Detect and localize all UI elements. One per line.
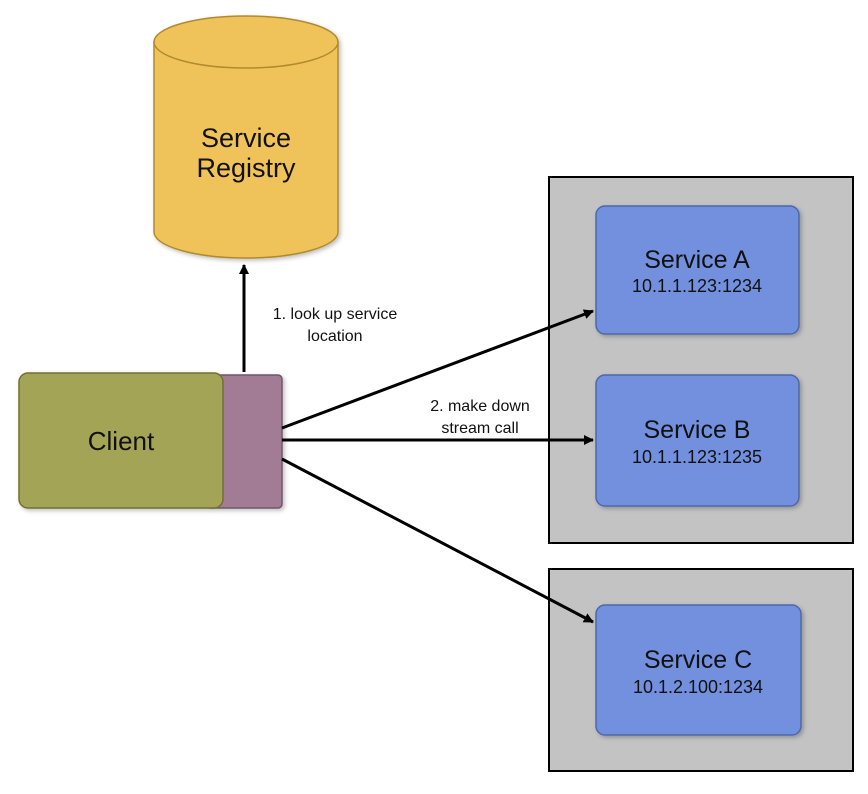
registry-title-line2: Registry bbox=[196, 153, 296, 183]
service-a-address: 10.1.1.123:1234 bbox=[632, 276, 762, 296]
registry-cylinder-top bbox=[153, 15, 339, 69]
service-b-address: 10.1.1.123:1235 bbox=[632, 447, 762, 467]
call-label-line2: stream call bbox=[441, 420, 518, 437]
call-label-line1: 2. make down bbox=[430, 398, 530, 415]
service-b-box bbox=[595, 374, 800, 507]
client-label: Client bbox=[88, 426, 155, 456]
service-a-node bbox=[595, 205, 800, 335]
call-arrow-service-c bbox=[281, 457, 594, 624]
service-c-name: Service C bbox=[644, 646, 752, 674]
registry-title-line1: Service bbox=[201, 123, 291, 153]
service-c-node bbox=[595, 604, 802, 736]
service-a-name: Service A bbox=[644, 246, 750, 274]
client-node bbox=[18, 372, 283, 509]
lookup-label-line2: location bbox=[307, 328, 362, 345]
service-c-box bbox=[595, 604, 802, 736]
service-b-node bbox=[595, 374, 800, 507]
client-box bbox=[18, 372, 224, 509]
service-registry-node bbox=[153, 15, 339, 259]
registry-cylinder-body bbox=[153, 41, 339, 259]
lookup-label-line1: 1. look up service bbox=[273, 306, 398, 323]
service-a-box bbox=[595, 205, 800, 335]
service-c-address: 10.1.2.100:1234 bbox=[633, 677, 763, 697]
call-arrow-service-a bbox=[281, 309, 594, 430]
service-b-name: Service B bbox=[644, 416, 751, 444]
